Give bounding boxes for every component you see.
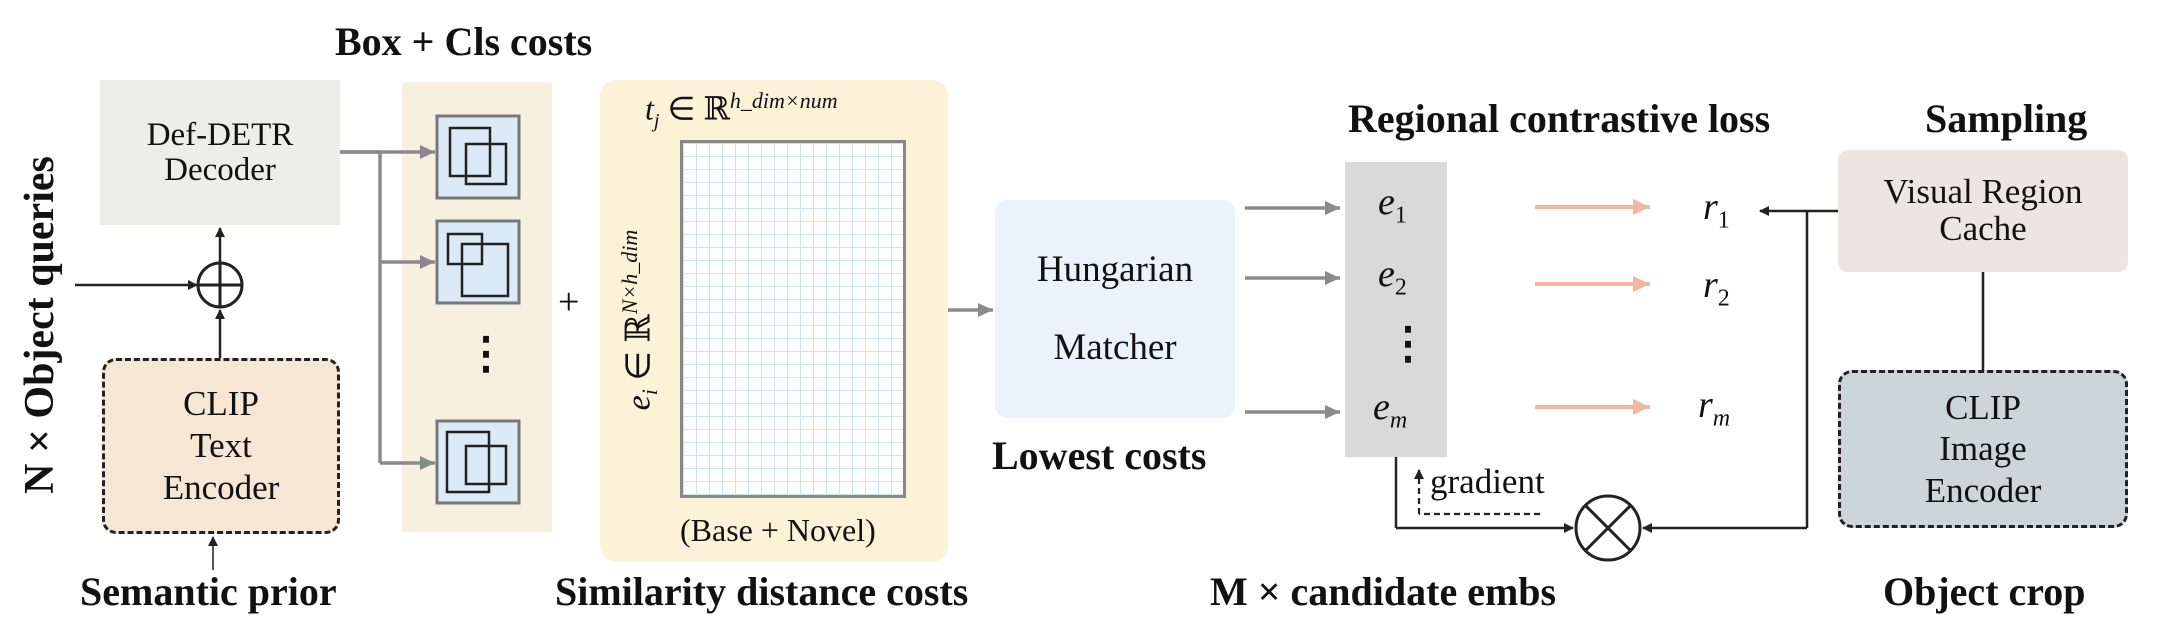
matrix-left-label: ei ∈ ℝN×h_dim <box>616 229 663 411</box>
decoder-line-1: Def-DETR <box>146 116 294 153</box>
contrastive-arrows <box>1535 199 1650 415</box>
box-cell-1 <box>435 114 521 200</box>
clip-text-line-3: Encoder <box>162 468 280 507</box>
matrix-top-label: tj ∈ ℝh_dim×num <box>645 88 838 133</box>
matcher-line-1: Hungarian <box>1036 249 1194 291</box>
clip-image-line-2: Image <box>1939 429 2027 469</box>
visual-region-cache-block: Visual Region Cache <box>1838 150 2128 272</box>
box-cells-ellipsis: ⋮ <box>464 329 508 378</box>
embedding-em: em <box>1373 386 1408 434</box>
similarity-costs-label: Similarity distance costs <box>555 569 969 614</box>
box-cell-2 <box>435 219 521 305</box>
embedding-e1: e1 <box>1378 181 1407 229</box>
box-cls-costs-label: Box + Cls costs <box>335 19 593 64</box>
region-rm: rm <box>1698 384 1731 432</box>
clip-image-line-1: CLIP <box>1945 388 2021 428</box>
sampling-label: Sampling <box>1925 96 2088 141</box>
hungarian-matcher-block: Hungarian Matcher <box>995 200 1235 418</box>
gradient-dashed-arrow <box>1414 469 1540 516</box>
decoder-fanout-arrows <box>340 145 435 470</box>
candidate-embs-label: M × candidate embs <box>1210 569 1557 614</box>
clip-image-line-3: Encoder <box>1924 470 2042 510</box>
matcher-to-embedding-arrows <box>1245 201 1340 419</box>
clip-text-line-2: Text <box>190 426 252 465</box>
clip-text-line-1: CLIP <box>183 384 259 423</box>
region-r2: r2 <box>1703 264 1730 312</box>
clip-text-encoder-block: CLIP Text Encoder <box>102 358 340 534</box>
cache-line-2: Cache <box>1939 209 2027 248</box>
semantic-prior-label: Semantic prior <box>80 569 337 614</box>
cache-line-1: Visual Region <box>1883 172 2083 212</box>
adder-circle <box>196 261 244 309</box>
lowest-costs-label: Lowest costs <box>992 433 1207 478</box>
object-crop-label: Object crop <box>1883 569 2086 614</box>
matrix-bottom-label: (Base + Novel) <box>680 512 876 548</box>
matcher-line-2: Matcher <box>1053 327 1177 368</box>
plus-sign: + <box>558 281 580 323</box>
embedding-e2: e2 <box>1378 253 1407 301</box>
def-detr-decoder-block: Def-DETR Decoder <box>100 80 340 225</box>
clip-image-encoder-block: CLIP Image Encoder <box>1838 370 2128 528</box>
object-queries-label: N × Object queries <box>17 156 63 494</box>
feedback-path <box>1394 211 1809 533</box>
box-cell-3 <box>435 419 521 505</box>
decoder-line-2: Decoder <box>164 151 276 188</box>
region-r1: r1 <box>1703 186 1730 234</box>
embeddings-ellipsis: ⋮ <box>1386 319 1430 368</box>
multiply-circle <box>1574 494 1642 562</box>
similarity-matrix-grid <box>680 140 906 498</box>
regional-loss-label: Regional contrastive loss <box>1348 96 1771 141</box>
embedding-bar <box>1345 162 1447 457</box>
gradient-label: gradient <box>1430 462 1545 501</box>
